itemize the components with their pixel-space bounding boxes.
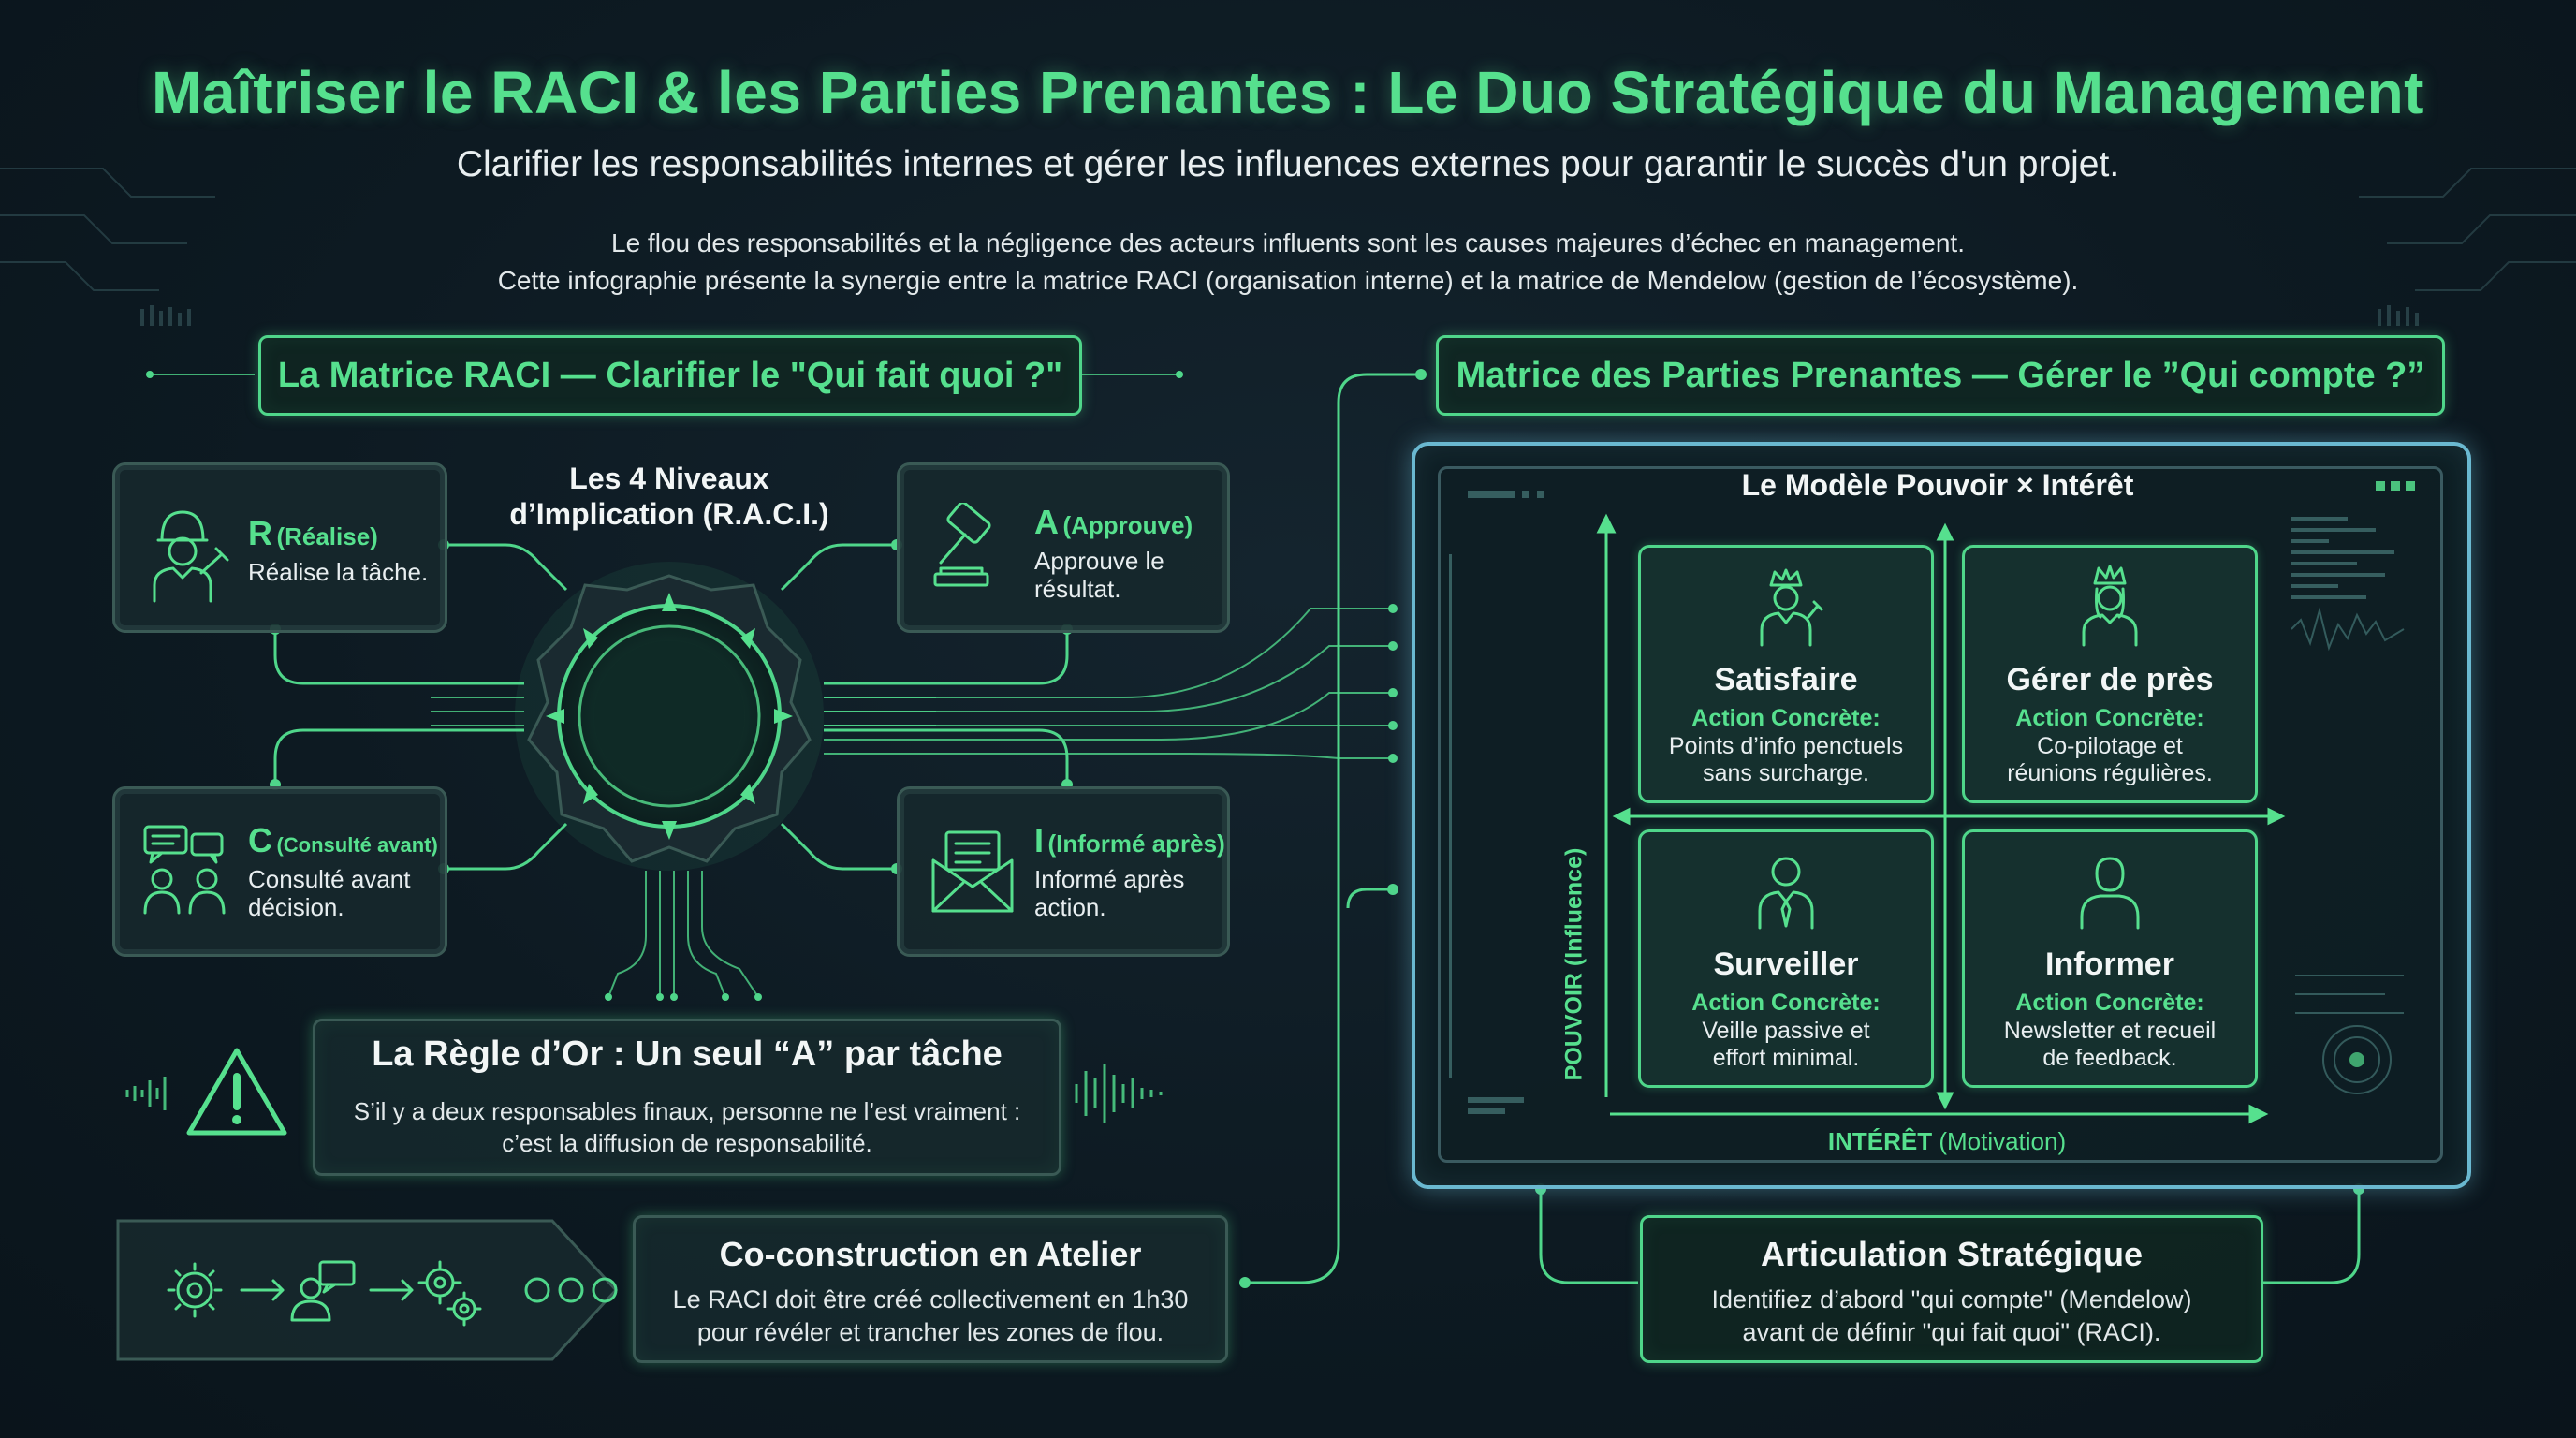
role-a-letter: A bbox=[1034, 503, 1059, 541]
role-i-tag: (Informé après) bbox=[1047, 829, 1225, 858]
role-c-desc: Consulté avant décision. bbox=[248, 865, 411, 922]
gear-icon bbox=[167, 1262, 223, 1318]
golden-rule-body-line-1: S’il y a deux responsables finaux, perso… bbox=[353, 1097, 1021, 1125]
envelope-icon bbox=[931, 830, 1014, 913]
page-subtitle: Clarifier les responsabilités internes e… bbox=[456, 144, 2120, 184]
golden-rule-body-line-2: c’est la diffusion de responsabilité. bbox=[502, 1128, 872, 1157]
raci-center-label-line-2: d’Implication (R.A.C.I.) bbox=[509, 497, 829, 532]
quadrant-gerer-de-pres-desc-line-1: Co-pilotage et bbox=[2037, 733, 2183, 759]
quadrant-satisfaire-desc: Points d’info penctuels sans surcharge. bbox=[1641, 733, 1931, 787]
warning-icon bbox=[186, 1048, 287, 1136]
quadrant-satisfaire-title: Satisfaire bbox=[1714, 662, 1858, 697]
articulation-body-line-1: Identifiez d’abord "qui compte" (Mendelo… bbox=[1711, 1285, 2192, 1313]
quadrant-informer-desc-line-1: Newsletter et recueil bbox=[2003, 1018, 2217, 1044]
raci-header-label: La Matrice RACI — Clarifier le "Qui fait… bbox=[277, 355, 1063, 395]
golden-rule-waveforms bbox=[125, 1064, 1163, 1123]
person-icon bbox=[2080, 857, 2140, 930]
model-title: Le Modèle Pouvoir × Intérêt bbox=[1741, 468, 2134, 502]
role-c-desc-line-1: Consulté avant bbox=[248, 865, 411, 893]
quadrant-surveiller-desc-line-2: effort minimal. bbox=[1712, 1044, 1860, 1071]
quadrant-gerer-de-pres: Gérer de près Action Concrète: Co-pilota… bbox=[1962, 545, 2258, 803]
golden-rule-box: La Règle d’Or : Un seul “A” par tâche S’… bbox=[313, 1019, 1061, 1176]
quadrant-satisfaire-desc-line-2: sans surcharge. bbox=[1703, 759, 1869, 786]
golden-rule-title: La Règle d’Or : Un seul “A” par tâche bbox=[372, 1034, 1003, 1074]
role-a-tag: (Approuve) bbox=[1062, 511, 1193, 539]
workshop-body-line-2: pour révéler et trancher les zones de fl… bbox=[696, 1318, 1164, 1347]
role-r-tag: (Réalise) bbox=[276, 522, 378, 550]
x-axis-label: INTÉRÊT (Motivation) bbox=[1685, 1127, 2209, 1156]
role-card-c: C (Consulté avant) Consulté avant décisi… bbox=[112, 786, 447, 957]
quadrant-satisfaire-desc-line-1: Points d’info penctuels bbox=[1668, 733, 1904, 759]
stakeholders-header-label: Matrice des Parties Prenantes — Gérer le… bbox=[1456, 355, 2425, 395]
intro-line-2: Cette infographie présente la synergie e… bbox=[497, 266, 2079, 295]
quadrant-gerer-de-pres-desc: Co-pilotage et réunions régulières. bbox=[1965, 733, 2255, 787]
raci-hub-gear bbox=[515, 562, 824, 871]
role-r-letter: R bbox=[248, 514, 272, 552]
king-icon bbox=[1760, 568, 1823, 647]
golden-rule-body: S’il y a deux responsables finaux, perso… bbox=[315, 1096, 1059, 1160]
articulation-body-line-2: avant de définir "qui fait quoi" (RACI). bbox=[1742, 1318, 2161, 1347]
role-card-a: A (Approuve) Approuve le résultat. bbox=[897, 462, 1230, 633]
role-i-letter: I bbox=[1034, 821, 1045, 859]
role-a-desc-line-2: résultat. bbox=[1034, 574, 1121, 603]
quadrant-informer-title: Informer bbox=[2045, 946, 2174, 982]
role-i-desc-line-1: Informé après bbox=[1034, 865, 1185, 893]
raci-center-label-line-1: Les 4 Niveaux bbox=[569, 462, 769, 495]
role-card-i: I (Informé après) Informé après action. bbox=[897, 786, 1230, 957]
quadrant-informer-action: Action Concrète: bbox=[2015, 990, 2204, 1016]
articulation-title: Articulation Stratégique bbox=[1760, 1235, 2144, 1273]
quadrant-informer-desc-line-2: de feedback. bbox=[2042, 1044, 2177, 1071]
x-axis-label-rest: (Motivation) bbox=[1932, 1127, 2067, 1155]
workshop-process-flow bbox=[116, 1219, 619, 1361]
role-i-desc: Informé après action. bbox=[1034, 865, 1185, 922]
gears-icon bbox=[417, 1260, 482, 1327]
workshop-body-line-1: Le RACI doit être créé collectivement en… bbox=[672, 1285, 1189, 1313]
businessman-icon bbox=[1758, 857, 1814, 930]
raci-header: La Matrice RACI — Clarifier le "Qui fait… bbox=[258, 335, 1082, 416]
worker-wrench-icon bbox=[153, 510, 229, 603]
quadrant-surveiller-desc-line-1: Veille passive et bbox=[1702, 1018, 1870, 1044]
power-interest-axes bbox=[1596, 513, 2286, 1124]
y-axis-label-wrap: POUVOIR (Influence) bbox=[1546, 848, 1603, 1081]
quadrant-satisfaire: Satisfaire Action Concrète: Points d’inf… bbox=[1638, 545, 1934, 803]
stakeholder-inner-frame bbox=[1438, 466, 2443, 1163]
role-c-tag: (Consulté avant) bbox=[276, 833, 438, 857]
articulation-body: Identifiez d’abord "qui compte" (Mendelo… bbox=[1643, 1284, 2261, 1349]
articulation-box: Articulation Stratégique Identifiez d’ab… bbox=[1640, 1215, 2263, 1363]
x-axis-label-bold: INTÉRÊT bbox=[1827, 1127, 1933, 1155]
gavel-icon bbox=[933, 503, 991, 587]
workshop-title: Co-construction en Atelier bbox=[719, 1235, 1142, 1273]
quadrant-surveiller-action: Action Concrète: bbox=[1691, 990, 1881, 1016]
role-i-desc-line-2: action. bbox=[1034, 892, 1106, 921]
page-title: Maîtriser le RACI & les Parties Prenante… bbox=[152, 59, 2424, 126]
quadrant-informer: Informer Action Concrète: Newsletter et … bbox=[1962, 829, 2258, 1088]
y-axis-label: POUVOIR (Influence) bbox=[1560, 847, 1588, 1081]
quadrant-surveiller-desc: Veille passive et effort minimal. bbox=[1641, 1018, 1931, 1072]
quadrant-gerer-de-pres-desc-line-2: réunions régulières. bbox=[2007, 759, 2213, 786]
role-a-desc: Approuve le résultat. bbox=[1034, 547, 1164, 604]
quadrant-satisfaire-action: Action Concrète: bbox=[1691, 705, 1881, 731]
role-a-desc-line-1: Approuve le bbox=[1034, 547, 1164, 575]
quadrant-informer-desc: Newsletter et recueil de feedback. bbox=[1965, 1018, 2255, 1072]
role-c-letter: C bbox=[248, 821, 272, 859]
stakeholders-header: Matrice des Parties Prenantes — Gérer le… bbox=[1436, 335, 2445, 416]
raci-center-label: Les 4 Niveaux d’Implication (R.A.C.I.) bbox=[487, 461, 852, 533]
role-r-desc: Réalise la tâche. bbox=[248, 558, 429, 586]
hud-decorations bbox=[1449, 481, 2415, 1114]
workshop-body: Le RACI doit être créé collectivement en… bbox=[636, 1284, 1225, 1349]
chat-people-icon bbox=[143, 825, 226, 915]
quadrant-surveiller: Surveiller Action Concrète: Veille passi… bbox=[1638, 829, 1934, 1088]
workshop-dots bbox=[524, 1277, 618, 1303]
queen-icon bbox=[2082, 565, 2138, 647]
quadrant-gerer-de-pres-action: Action Concrète: bbox=[2015, 705, 2204, 731]
workshop-box: Co-construction en Atelier Le RACI doit … bbox=[633, 1215, 1228, 1363]
quadrant-surveiller-title: Surveiller bbox=[1713, 946, 1859, 982]
quadrant-gerer-de-pres-title: Gérer de près bbox=[2006, 662, 2214, 697]
person-speech-icon bbox=[290, 1260, 356, 1322]
intro-line-1: Le flou des responsabilités et la néglig… bbox=[611, 228, 1965, 257]
role-card-r: R (Réalise) Réalise la tâche. bbox=[112, 462, 447, 633]
role-c-desc-line-2: décision. bbox=[248, 892, 344, 921]
